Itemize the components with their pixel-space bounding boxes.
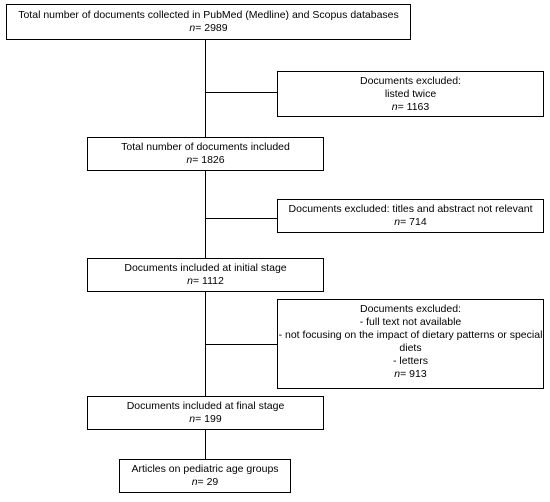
box-initial-stage-label: Documents included at initial stage	[124, 262, 287, 274]
box-excluded-duplicates-reason: listed twice	[384, 88, 437, 100]
n-value: = 29	[197, 476, 219, 488]
main-flow-line-1	[205, 39, 206, 138]
box-pediatric-label: Articles on pediatric age groups	[131, 463, 279, 475]
box-excluded-fulltext-label: Documents excluded:	[360, 303, 461, 315]
box-collected-label: Total number of documents collected in P…	[18, 9, 399, 21]
n-value: = 199	[195, 413, 222, 425]
box-collected-count: n= 2989	[7, 22, 410, 35]
exclusion-reason-list: - full text not available - not focusing…	[278, 316, 543, 368]
box-initial-stage: Documents included at initial stage n= 1…	[87, 258, 324, 292]
box-excluded-titles-count: n= 714	[278, 216, 543, 229]
box-included-label: Total number of documents included	[121, 141, 290, 153]
exclusion-reason-item: - full text not available	[359, 316, 462, 328]
n-prefix: n	[189, 413, 196, 425]
n-prefix: n	[394, 216, 401, 228]
n-prefix: n	[186, 154, 193, 166]
n-value: = 2989	[195, 22, 228, 34]
branch-line-3	[205, 344, 277, 345]
main-flow-line-3	[205, 291, 206, 396]
exclusion-reason-item: - letters	[392, 355, 428, 367]
box-collected: Total number of documents collected in P…	[6, 4, 411, 40]
main-flow-line-4	[205, 429, 206, 459]
box-excluded-duplicates-label: Documents excluded:	[360, 75, 461, 87]
box-included: Total number of documents included n= 18…	[87, 137, 324, 171]
box-excluded-titles-label: Documents excluded: titles and abstract …	[288, 203, 533, 215]
n-value: = 913	[400, 368, 427, 380]
n-prefix: n	[191, 476, 198, 488]
n-value: = 1163	[397, 101, 430, 113]
box-final-stage-count: n= 199	[88, 413, 323, 426]
n-value: = 714	[400, 216, 427, 228]
main-flow-line-2	[205, 170, 206, 258]
box-excluded-fulltext: Documents excluded: - full text not avai…	[277, 299, 544, 389]
box-excluded-duplicates-count: n= 1163	[278, 101, 543, 114]
n-value: = 1112	[192, 275, 224, 287]
box-excluded-titles: Documents excluded: titles and abstract …	[277, 199, 544, 233]
exclusion-reason-item: - not focusing on the impact of dietary …	[278, 329, 543, 354]
n-prefix: n	[189, 22, 196, 34]
n-prefix: n	[394, 368, 401, 380]
n-value: = 1826	[192, 154, 225, 166]
n-prefix: n	[187, 275, 193, 287]
box-included-count: n= 1826	[88, 154, 323, 167]
branch-line-2	[205, 218, 277, 219]
box-pediatric: Articles on pediatric age groups n= 29	[119, 459, 291, 493]
n-prefix: n	[391, 101, 398, 113]
box-final-stage-label: Documents included at final stage	[126, 400, 285, 412]
box-excluded-fulltext-count: n= 913	[278, 368, 543, 381]
box-excluded-duplicates: Documents excluded: listed twice n= 1163	[277, 71, 544, 117]
box-pediatric-count: n= 29	[120, 476, 290, 489]
box-final-stage: Documents included at final stage n= 199	[87, 396, 324, 430]
box-initial-stage-count: n= 1112	[88, 275, 323, 288]
branch-line-1	[205, 92, 277, 93]
